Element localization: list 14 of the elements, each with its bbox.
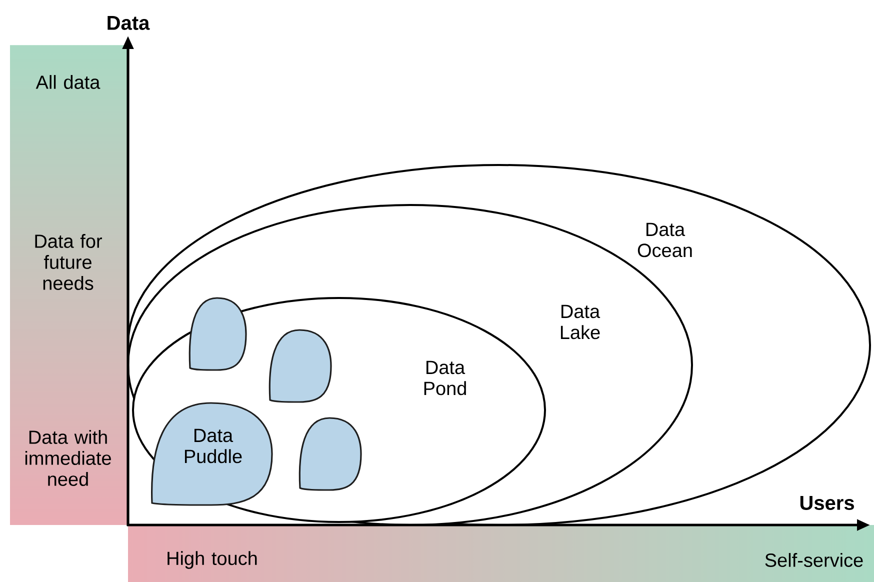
band-label: Self-service [765,553,863,567]
band-label: High touch [168,551,257,569]
puddle-drop [188,297,247,371]
puddle-drop: Data Puddle [151,402,273,506]
band-label: Data for future needs [35,234,102,290]
ellipse-label: Data Pond [424,360,466,396]
ellipse-label: Data Lake [560,304,600,340]
axis-label: Data [108,16,150,30]
puddle-drop [268,329,332,403]
band-label: All data [36,75,100,89]
ellipse-label: Data Ocean [638,222,692,258]
band-label: Data with immediate need [25,430,111,486]
axis-label: Users [800,496,854,510]
puddle-drop [298,417,362,491]
